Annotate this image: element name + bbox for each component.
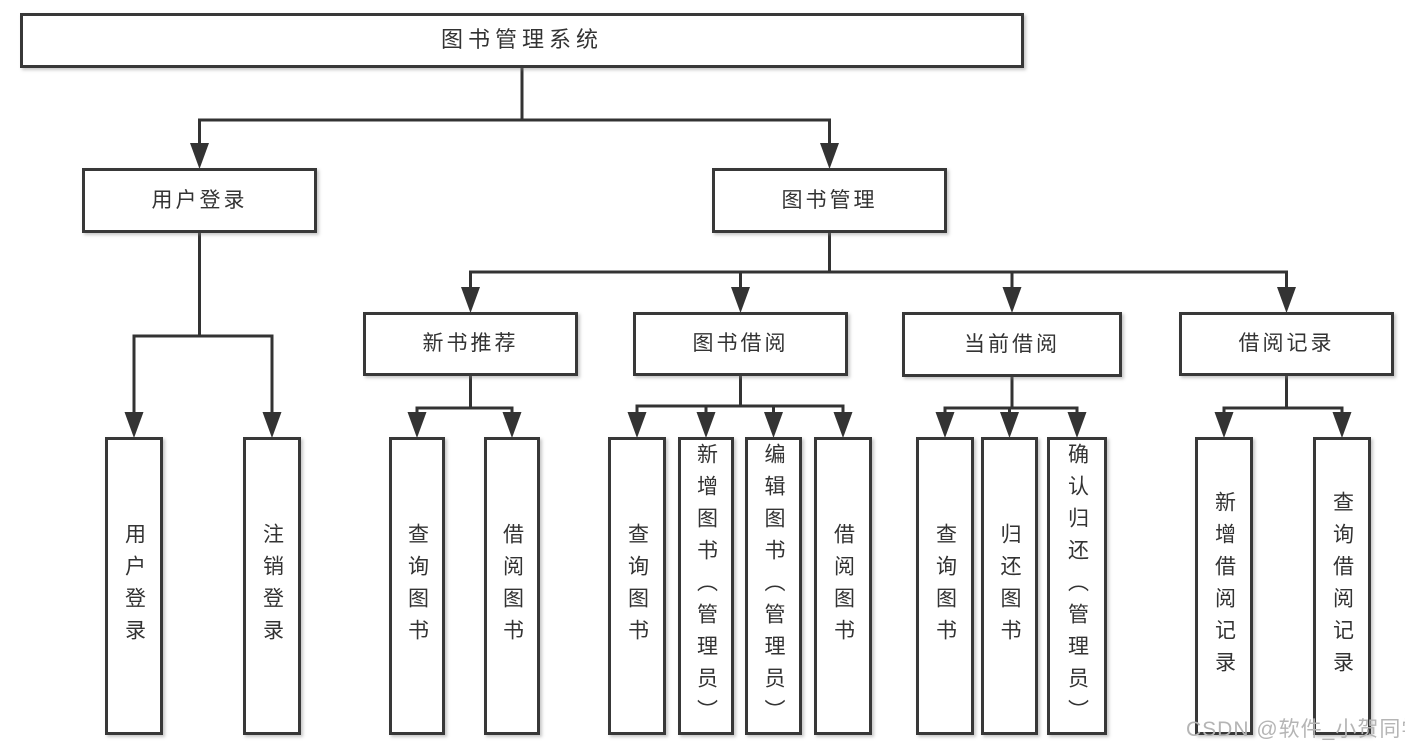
node-new-book-rec: 新书推荐	[363, 312, 578, 376]
arrowhead-icon	[1277, 287, 1296, 313]
node-label-new-book-rec: 新书推荐	[422, 332, 519, 356]
arrowhead-icon	[731, 287, 750, 313]
arrowhead-icon	[833, 412, 853, 438]
node-label-leaf-nb-borrow: 借阅图书	[500, 523, 524, 651]
node-leaf-cb-query: 查询图书	[916, 437, 974, 735]
node-leaf-bb-query: 查询图书	[608, 437, 666, 735]
arrowhead-icon	[190, 143, 209, 169]
node-label-book-mgmt: 图书管理	[781, 188, 878, 212]
node-label-leaf-bb-add: 新增图书（管理员）	[694, 443, 718, 731]
node-leaf-br-add: 新增借阅记录	[1195, 437, 1253, 735]
arrowhead-icon	[124, 412, 144, 438]
node-label-leaf-br-query: 查询借阅记录	[1330, 491, 1354, 683]
node-current-borrow: 当前借阅	[902, 312, 1122, 377]
arrowhead-icon	[1000, 412, 1019, 438]
node-user-login: 用户登录	[82, 168, 317, 233]
node-leaf-bb-borrow: 借阅图书	[814, 437, 872, 735]
node-borrow-records: 借阅记录	[1179, 312, 1394, 376]
arrowhead-icon	[696, 412, 716, 438]
arrowhead-icon	[935, 412, 955, 438]
node-leaf-bb-edit: 编辑图书（管理员）	[745, 437, 802, 735]
arrowhead-icon	[1067, 412, 1087, 438]
node-label-leaf-cb-query: 查询图书	[933, 523, 957, 651]
node-book-borrow: 图书借阅	[633, 312, 848, 376]
node-leaf-bb-add: 新增图书（管理员）	[678, 437, 734, 735]
node-label-leaf-nb-query: 查询图书	[405, 523, 429, 651]
arrowhead-icon	[461, 287, 480, 313]
node-label-leaf-cb-return: 归还图书	[998, 523, 1021, 651]
node-label-root: 图书管理系统	[440, 27, 603, 53]
arrowhead-icon	[1214, 412, 1234, 438]
node-label-leaf-user-login: 用户登录	[122, 523, 146, 651]
node-label-current-borrow: 当前借阅	[964, 332, 1060, 356]
node-label-book-borrow: 图书借阅	[692, 332, 789, 356]
node-label-leaf-br-add: 新增借阅记录	[1212, 491, 1236, 683]
node-label-borrow-records: 借阅记录	[1238, 332, 1335, 356]
node-leaf-cb-confirm: 确认归还（管理员）	[1047, 437, 1107, 735]
node-label-leaf-bb-query: 查询图书	[625, 523, 649, 651]
node-leaf-logout: 注销登录	[243, 437, 301, 735]
node-root: 图书管理系统	[20, 13, 1024, 68]
node-label-leaf-bb-borrow: 借阅图书	[831, 523, 855, 651]
node-book-mgmt: 图书管理	[712, 168, 947, 233]
node-label-user-login: 用户登录	[151, 188, 248, 212]
node-leaf-nb-borrow: 借阅图书	[484, 437, 540, 735]
arrowhead-icon	[262, 412, 282, 438]
node-label-leaf-bb-edit: 编辑图书（管理员）	[762, 443, 785, 731]
node-leaf-cb-return: 归还图书	[981, 437, 1038, 735]
node-label-leaf-logout: 注销登录	[260, 523, 284, 651]
node-leaf-br-query: 查询借阅记录	[1313, 437, 1371, 735]
node-label-leaf-cb-confirm: 确认归还（管理员）	[1065, 443, 1089, 731]
node-leaf-user-login: 用户登录	[105, 437, 163, 735]
arrowhead-icon	[1002, 287, 1022, 313]
arrowhead-icon	[1332, 412, 1352, 438]
arrowhead-icon	[820, 143, 839, 169]
node-leaf-nb-query: 查询图书	[389, 437, 445, 735]
watermark: CSDN @软件_小贺同学	[1186, 718, 1405, 741]
arrowhead-icon	[502, 412, 522, 438]
arrowhead-icon	[407, 412, 427, 438]
arrowhead-icon	[627, 412, 647, 438]
arrowhead-icon	[764, 412, 783, 438]
